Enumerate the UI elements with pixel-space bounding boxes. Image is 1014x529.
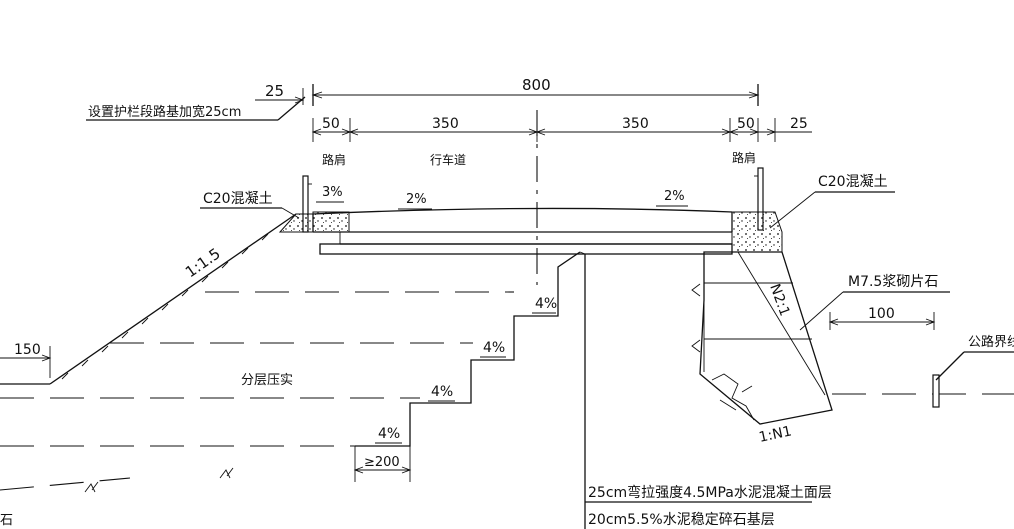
label-shoulder-left: 路肩 [322,152,346,167]
boundary-label: 公路界线 [968,334,1014,350]
c20-block-right [731,211,783,253]
dim-total-width: 800 [311,76,760,106]
label-shoulder-right: 路肩 [732,150,756,165]
pavement-layer-2: 20cm5.5%水泥稳定碎石基层 [588,511,775,528]
dim-shoulder-right: 50 [737,116,755,132]
c20-label-right: C20混凝土 [818,174,888,190]
dim-lane-left: 350 [432,116,459,132]
benches: ≥200 4% 4% 4% 4% [84,251,581,493]
slope-lane-left: 2% [406,192,427,207]
dim-right-widen: 25 [790,116,808,132]
wall-base-slope: 1:N1 [758,423,794,446]
dim-row-components: 50 350 350 50 25 [311,116,812,142]
slope-shoulder: 3% [322,185,343,200]
fill-slope-ratio: 1:1.5 [182,244,224,281]
shoulder-fill-left [312,211,350,233]
dim-left-widen-value: 25 [265,82,284,100]
slope-lane-right: 2% [664,189,685,204]
dim-wall-top-value: 100 [868,306,895,322]
highway-boundary: 公路界线 [932,334,1014,408]
dim-left-widen: 25 [255,82,305,105]
m75-label: M7.5浆砌片石 [848,274,938,290]
dim-total-width-value: 800 [522,76,551,94]
wall-back-slope: N2:1 [766,282,792,318]
step-slope-4: 4% [378,426,400,442]
cross-slope-labels: 3% 2% 2% [316,185,688,210]
compaction-label: 分层压实 [241,373,293,388]
retaining-wall: N2:1 1:N1 [691,251,833,446]
dim-slope-base-value: 150 [14,342,41,358]
bottom-left-fragment: 石 [0,513,13,528]
label-carriageway: 行车道 [430,152,466,167]
step-slope-2: 4% [483,340,505,356]
pavement-structure [312,207,733,255]
compaction-layers [0,291,514,491]
pavement-layer-1: 25cm弯拉强度4.5MPa水泥混凝土面层 [588,484,832,501]
dim-slope-base: 150 [0,342,52,378]
guardrail-note: 设置护栏段路基加宽25cm [86,96,306,121]
fill-slope-left: 1:1.5 [0,213,297,385]
pavement-layers-callout: 25cm弯拉强度4.5MPa水泥混凝土面层 20cm5.5%水泥稳定碎石基层 [579,251,832,529]
step-slope-1: 4% [535,296,557,312]
dim-lane-right: 350 [622,116,649,132]
dim-wall-top: 100 [828,306,936,330]
dim-bench-min: ≥200 [364,455,400,470]
guardrail-note-text: 设置护栏段路基加宽25cm [88,104,241,120]
c20-label-left: C20混凝土 [203,191,273,207]
step-slope-3: 4% [431,384,453,400]
dim-shoulder-left: 50 [322,116,340,132]
